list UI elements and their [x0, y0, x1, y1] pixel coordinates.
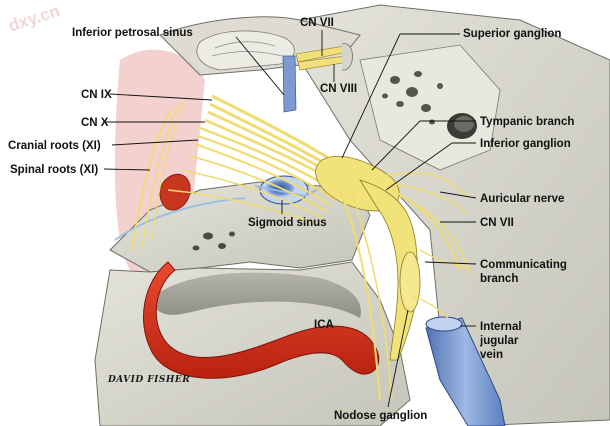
- label-spinal-roots: Spinal roots (XI): [10, 164, 98, 176]
- label-superior-ganglion: Superior ganglion: [463, 28, 561, 40]
- label-cn-x: CN X: [81, 117, 109, 129]
- jugular-vein-opening: [425, 316, 463, 332]
- label-cn-vii-top: CN VII: [300, 17, 334, 29]
- label-internal-jugular-line2: jugular: [479, 335, 519, 347]
- label-auricular-nerve: Auricular nerve: [480, 193, 564, 205]
- label-cn-vii-right: CN VII: [480, 217, 514, 229]
- label-communicating-branch-line1: Communicating: [480, 259, 567, 271]
- nodose-ganglion-swelling: [399, 251, 421, 313]
- watermark-text: dxy.cn: [6, 1, 62, 35]
- label-communicating-branch-line2: branch: [480, 273, 518, 285]
- label-internal-jugular-line1: Internal: [480, 321, 522, 333]
- label-cranial-roots: Cranial roots (XI): [8, 140, 101, 152]
- auditory-canal-inner: [454, 116, 474, 132]
- label-tympanic-branch: Tympanic branch: [480, 116, 574, 128]
- label-nodose-ganglion: Nodose ganglion: [334, 410, 427, 422]
- shelf-foramina: [192, 231, 235, 251]
- label-inferior-petrosal-sinus: Inferior petrosal sinus: [72, 27, 193, 39]
- internal-carotid-artery: [142, 261, 380, 379]
- cerebellar-fold: [196, 30, 295, 71]
- internal-jugular-vein: [425, 317, 506, 426]
- label-cn-ix: CN IX: [81, 89, 112, 101]
- label-internal-jugular-line3: vein: [480, 349, 503, 361]
- artist-signature: DAVID FISHER: [107, 375, 190, 385]
- inferior-petrosal-sinus-vessel: [282, 55, 297, 113]
- carotid-canal-cavity: [150, 272, 361, 318]
- vagus-trunk: [359, 179, 418, 361]
- descending-nerve-strands: [339, 171, 471, 401]
- mastoid-air-cells: [382, 71, 443, 125]
- label-sigmoid-sinus: Sigmoid sinus: [248, 217, 327, 229]
- label-cn-viii: CN VIII: [320, 83, 357, 95]
- label-ica: ICA: [314, 319, 334, 331]
- label-inferior-ganglion: Inferior ganglion: [480, 138, 571, 150]
- small-artery-segment: [159, 173, 191, 211]
- spinal-roots-strands: [131, 97, 187, 251]
